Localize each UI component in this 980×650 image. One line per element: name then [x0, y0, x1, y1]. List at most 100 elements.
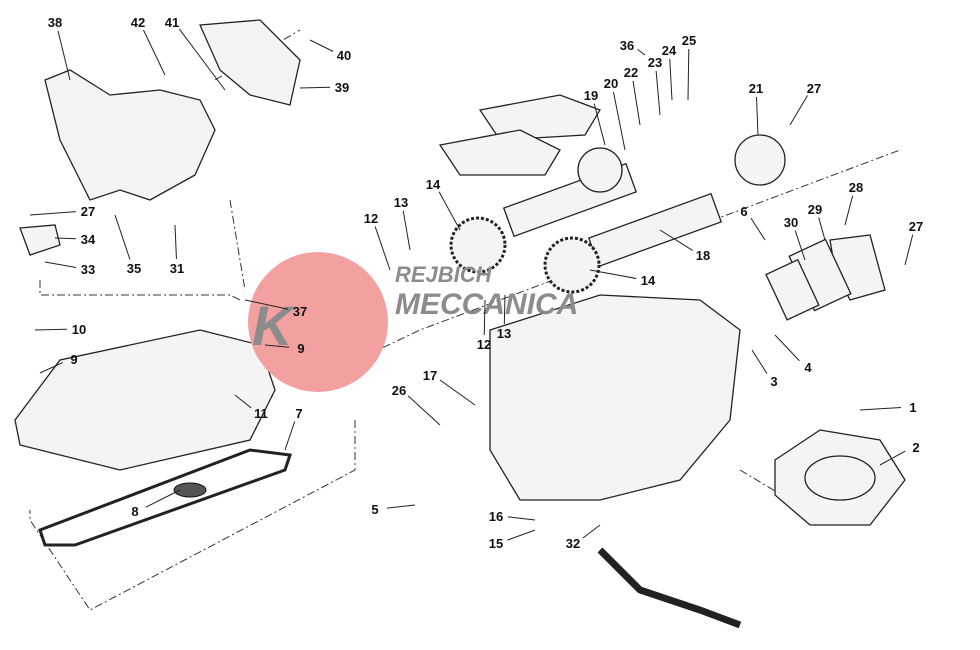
callout-26: 26	[392, 383, 406, 398]
callout-15: 15	[489, 536, 503, 551]
leader-line	[507, 516, 536, 521]
leader-line	[386, 504, 416, 509]
callout-35: 35	[127, 261, 141, 276]
callout-14: 14	[426, 177, 441, 192]
leader-line	[407, 395, 441, 426]
leader-line	[44, 261, 77, 269]
callout-9: 9	[70, 352, 77, 367]
callout-7: 7	[295, 406, 302, 421]
leader-line	[374, 226, 391, 271]
parts	[14, 19, 906, 629]
leader-line	[655, 70, 661, 116]
callout-39: 39	[335, 80, 349, 95]
leader-line	[632, 80, 641, 126]
callout-42: 42	[131, 15, 145, 30]
callout-41: 41	[165, 15, 179, 30]
leader-line	[751, 349, 768, 374]
leader-line	[659, 229, 693, 251]
callout-10: 10	[72, 322, 86, 337]
watermark-line-1: REJBICH	[395, 262, 493, 287]
callout-6: 6	[740, 204, 747, 219]
callout-37: 37	[293, 304, 307, 319]
pulley-hub	[577, 147, 623, 193]
callout-9: 9	[297, 341, 304, 356]
cylinder-head-cover	[14, 329, 276, 471]
leader-line	[114, 214, 131, 260]
callout-5: 5	[371, 502, 378, 517]
leader-line	[483, 299, 486, 336]
leader-line	[438, 191, 461, 231]
leader-line	[879, 450, 906, 466]
callout-3: 3	[770, 374, 777, 389]
leader-line	[669, 58, 673, 101]
callout-2: 2	[912, 440, 919, 455]
leader-line	[174, 224, 177, 260]
callout-23: 23	[648, 55, 662, 70]
timing-belt-cover-rear	[44, 69, 216, 201]
leader-line	[299, 86, 331, 89]
sensor-34	[19, 224, 61, 256]
cam-carrier-upper	[478, 94, 601, 141]
cam-carrier-lower	[438, 129, 561, 176]
leader-line	[503, 294, 506, 325]
leader-line	[54, 237, 77, 240]
leader-line	[612, 91, 626, 151]
callout-34: 34	[81, 232, 96, 247]
leader-line	[142, 29, 166, 76]
leader-line	[145, 489, 181, 508]
pulley-21	[734, 134, 786, 186]
cam-gear-lower	[543, 236, 601, 294]
callout-17: 17	[423, 368, 437, 383]
cam-gear-upper	[449, 216, 507, 274]
cover-gasket	[38, 448, 293, 547]
leader-line	[402, 210, 411, 251]
leader-line	[687, 48, 690, 101]
filter-30	[765, 258, 820, 321]
callout-27: 27	[807, 81, 821, 96]
spark-plug-seal	[173, 482, 207, 498]
callout-11: 11	[254, 406, 268, 421]
callout-13: 13	[497, 326, 511, 341]
leader-line	[818, 217, 826, 241]
leader-line	[234, 394, 252, 409]
leader-line	[244, 299, 289, 310]
callout-31: 31	[170, 261, 184, 276]
leader-line	[756, 96, 759, 136]
callout-12: 12	[477, 337, 491, 352]
callout-14: 14	[641, 273, 656, 288]
leader-line	[859, 407, 902, 411]
intake-port	[804, 455, 876, 501]
watermark-logo-letter: K	[252, 294, 296, 357]
watermark-logo: K REJBICH MECCANICA	[248, 252, 578, 392]
leader-line	[309, 39, 334, 52]
leader-line	[439, 379, 476, 406]
callout-20: 20	[604, 76, 618, 91]
leader-line	[589, 269, 637, 279]
callout-8: 8	[131, 504, 138, 519]
leader-line	[507, 529, 536, 541]
breather-hose	[597, 547, 742, 629]
leader-line	[29, 211, 77, 216]
leader-line	[844, 195, 854, 226]
callout-4: 4	[804, 360, 812, 375]
callout-27: 27	[909, 219, 923, 234]
leader-line	[284, 421, 296, 451]
watermark-line-2: MECCANICA	[395, 288, 578, 321]
callout-38: 38	[48, 15, 62, 30]
timing-cover-upper	[199, 19, 301, 106]
leader-line	[789, 95, 808, 126]
leader-line	[39, 361, 64, 374]
callout-36: 36	[620, 38, 634, 53]
leader-line	[637, 48, 646, 56]
callout-33: 33	[81, 262, 95, 277]
callout-27: 27	[81, 204, 95, 219]
leader-line	[178, 28, 226, 91]
callout-12: 12	[364, 211, 378, 226]
callout-32: 32	[566, 536, 580, 551]
callout-16: 16	[489, 509, 503, 524]
callout-40: 40	[337, 48, 351, 63]
callout-18: 18	[696, 248, 710, 263]
